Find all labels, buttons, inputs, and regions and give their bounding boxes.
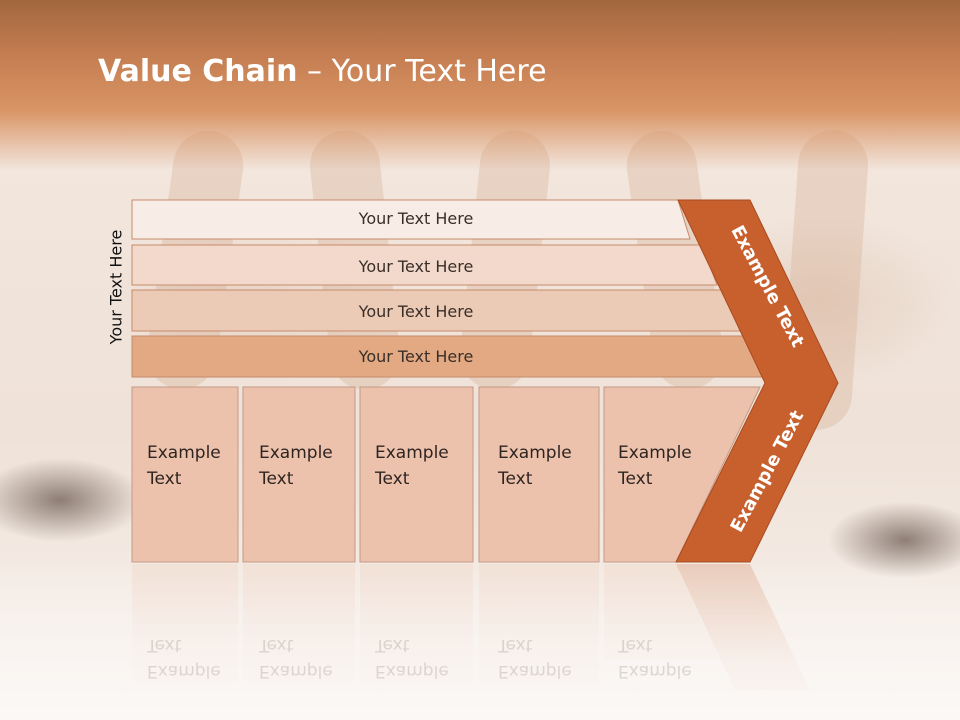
bar-1 (131, 199, 691, 240)
bottom-fade (0, 560, 960, 720)
bar-3-label: Your Text Here (358, 302, 474, 321)
box-4-line2: Text (498, 469, 533, 489)
box-4-reflection-line1: Example (498, 661, 572, 681)
box-1-text: Example Text (147, 440, 221, 492)
box-3-text: Example Text (375, 440, 449, 492)
box-2-reflection: Example Text (259, 632, 333, 684)
box-2 (242, 386, 356, 563)
box-5-reflection-line1: Example (618, 661, 692, 681)
header-band (0, 0, 960, 170)
box-3-line1: Example (375, 443, 449, 463)
box-2-line1: Example (259, 443, 333, 463)
title-bold: Value Chain (98, 54, 298, 89)
box-3 (359, 386, 474, 563)
box-3-reflection-line1: Example (375, 661, 449, 681)
box-4-reflection: Example Text (498, 632, 572, 684)
box-1-line2: Text (147, 469, 182, 489)
box-5-text: Example Text (618, 440, 692, 492)
box-4 (478, 386, 600, 563)
box-2-reflection-line2: Text (259, 635, 294, 655)
bar-2 (131, 244, 718, 286)
box-5-line1: Example (618, 443, 692, 463)
box-3-reflection: Example Text (375, 632, 449, 684)
box-1-reflection: Example Text (147, 632, 221, 684)
box-4-line1: Example (498, 443, 572, 463)
box-2-reflection-line1: Example (259, 661, 333, 681)
bar-2-label: Your Text Here (358, 257, 474, 276)
title-rest: – Your Text Here (297, 54, 547, 89)
box-4-text: Example Text (498, 440, 572, 492)
box-2-line2: Text (259, 469, 294, 489)
bar-1-label: Your Text Here (358, 209, 474, 228)
box-5-reflection: Example Text (618, 632, 692, 684)
box-2-text: Example Text (259, 440, 333, 492)
slide-title: Value Chain – Your Text Here (98, 54, 547, 89)
box-3-line2: Text (375, 469, 410, 489)
box-1 (131, 386, 239, 563)
box-1-reflection-line1: Example (147, 661, 221, 681)
bar-4-label: Your Text Here (358, 347, 474, 366)
box-1-reflection-line2: Text (147, 635, 182, 655)
box-5-line2: Text (618, 469, 653, 489)
box-5-reflection-line2: Text (618, 635, 653, 655)
box-3-reflection-line2: Text (375, 635, 410, 655)
box-1-line1: Example (147, 443, 221, 463)
box-4-reflection-line2: Text (498, 635, 533, 655)
